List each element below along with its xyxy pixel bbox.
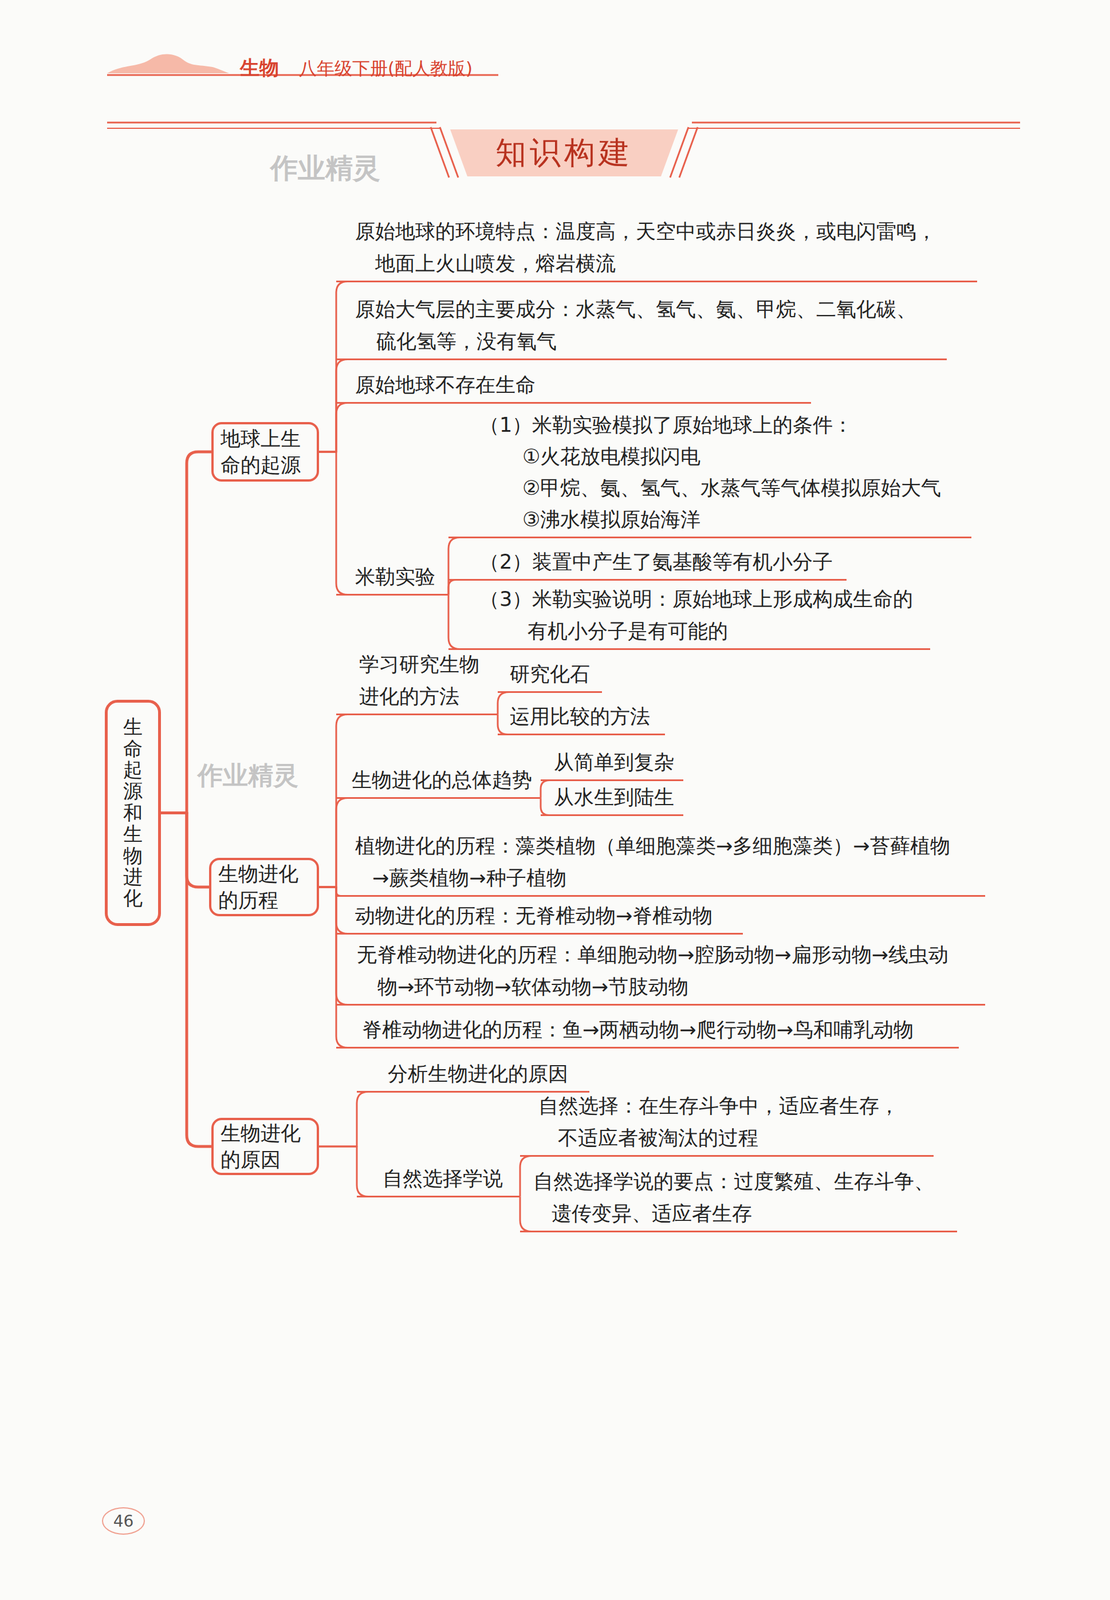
node-text: ③沸水模拟原始海洋: [448, 504, 972, 536]
node-text: 研究化石: [497, 658, 602, 691]
branch-connector: [448, 580, 456, 596]
node-text: 地球上生命的起源: [220, 425, 310, 479]
branch-item: 自然选择学说的要点：过度繁殖、生存斗争、遗传变异、适应者生存: [520, 1165, 958, 1233]
node-text: 生物进化的原因: [220, 1120, 310, 1174]
node-text: 无脊椎动物进化的历程：单细胞动物→腔肠动物→扁形动物→线虫动物→环节动物→软体动…: [336, 938, 963, 1003]
branch-connector: [319, 798, 348, 888]
branch-item: 生物进化的总体趋势: [336, 764, 541, 799]
branch-box: 生物进化的原因: [211, 1118, 320, 1176]
node-text: 从简单到复杂: [540, 746, 684, 779]
branch-connector: [319, 451, 348, 596]
branch-item: 运用比较的方法: [497, 700, 665, 736]
node-text: 自然选择学说: [356, 1162, 521, 1195]
branch-item: 学习研究生物进化的方法: [336, 648, 498, 716]
branch-connector: [319, 887, 348, 1006]
node-text: ②甲烷、氨、氢气、水蒸气等气体模拟原始大气: [448, 472, 972, 505]
branch-box: 地球上生命的起源: [211, 422, 320, 482]
branch-connector: [497, 714, 509, 735]
branch-connector: [319, 714, 348, 888]
node-text: ①火花放电模拟闪电: [448, 441, 972, 473]
branch-connector: [319, 281, 348, 453]
banner-rule: [688, 127, 1021, 129]
header-hill: [107, 53, 230, 74]
branch-item: （2）装置中产生了氨基酸等有机小分子: [448, 545, 847, 581]
banner-rule: [107, 127, 440, 129]
branch-connector: [160, 813, 212, 1148]
subject-label: 生物: [239, 54, 279, 82]
banner-slash: [679, 127, 698, 178]
branch-item: 从水生到陆生: [540, 781, 684, 817]
node-text: 生物进化的历程: [218, 860, 310, 914]
grade-label: 八年级下册(配人教版): [298, 56, 473, 81]
node-text: 自然选择：在生存斗争中，适应者生存，不适应者被淘汰的过程: [520, 1089, 911, 1155]
branch-item: 植物进化的历程：藻类植物（单细胞藻类→多细胞藻类）→苔藓植物→蕨类植物→种子植物: [336, 829, 986, 897]
branch-connector: [319, 887, 341, 897]
node-text: 原始地球的环境特点：温度高，天空中或赤日炎炎，或电闪雷鸣，地面上火山喷发，熔岩横…: [336, 215, 955, 280]
branch-item: 脊椎动物进化的历程：鱼→两栖动物→爬行动物→鸟和哺乳动物: [336, 1013, 959, 1049]
node-text: 动物进化的历程：无脊椎动物→脊椎动物: [336, 899, 743, 932]
branch-connector: [319, 887, 348, 1049]
banner-slash: [430, 127, 450, 178]
node-text: 生命起源和生物进化: [123, 716, 143, 910]
node-text: （2）装置中产生了氨基酸等有机小分子: [448, 545, 847, 578]
node-text: （1）米勒实验模拟了原始地球上的条件：: [448, 409, 972, 442]
banner-slash: [439, 127, 459, 178]
node-text: 学习研究生物进化的方法: [336, 648, 492, 713]
branch-connector: [520, 1156, 532, 1198]
root-box: 生命起源和生物进化: [104, 699, 161, 927]
branch-connector: [540, 780, 550, 799]
node-text: 原始地球不存在生命: [336, 368, 812, 401]
banner-plate: [450, 129, 679, 177]
banner-rule: [691, 121, 1021, 124]
node-text: 从水生到陆生: [540, 781, 684, 814]
branch-item: （3）米勒实验说明：原始地球上形成构成生命的有机小分子是有可能的: [448, 583, 931, 651]
node-text: 自然选择学说的要点：过度繁殖、生存斗争、遗传变异、适应者生存: [520, 1165, 940, 1230]
branch-connector: [319, 403, 348, 453]
node-text: 植物进化的历程：藻类植物（单细胞藻类→多细胞藻类）→苔藓植物→蕨类植物→种子植物: [336, 829, 963, 895]
branch-item: 自然选择学说: [356, 1162, 521, 1198]
watermark: 作业精灵: [197, 758, 299, 793]
branch-connector: [319, 359, 348, 453]
diagram-title: 知识构建: [452, 132, 676, 173]
branch-connector: [540, 798, 550, 816]
branch-item: 分析生物进化的原因: [356, 1057, 590, 1093]
branch-connector: [319, 1092, 369, 1148]
node-text: 分析生物进化的原因: [356, 1057, 590, 1090]
banner-slash: [670, 127, 689, 178]
branch-connector: [520, 1197, 532, 1232]
branch-connector: [497, 692, 510, 715]
branch-item: 动物进化的历程：无脊椎动物→脊椎动物: [336, 899, 743, 935]
node-text: 46: [113, 1512, 135, 1531]
node-text: 米勒实验: [336, 560, 449, 593]
branch-item: 从简单到复杂: [540, 746, 684, 782]
branch-item: 自然选择：在生存斗争中，适应者生存，不适应者被淘汰的过程: [520, 1089, 934, 1157]
branch-item: 无脊椎动物进化的历程：单细胞动物→腔肠动物→扁形动物→线虫动物→环节动物→软体动…: [336, 938, 986, 1006]
branch-item: 原始地球的环境特点：温度高，天空中或赤日炎炎，或电闪雷鸣，地面上火山喷发，熔岩横…: [336, 215, 978, 283]
branch-item: 研究化石: [497, 658, 602, 694]
branch-connector: [160, 813, 210, 888]
node-text: 原始大气层的主要成分：水蒸气、氢气、氨、甲烷、二氧化碳、硫化氢等，没有氧气: [336, 293, 930, 358]
node-text: 运用比较的方法: [497, 700, 665, 733]
branch-item: （1）米勒实验模拟了原始地球上的条件：①火花放电模拟闪电②甲烷、氨、氢气、水蒸气…: [448, 409, 972, 539]
branch-connector: [448, 595, 460, 650]
branch-connector: [160, 451, 212, 814]
branch-item: 原始大气层的主要成分：水蒸气、氢气、氨、甲烷、二氧化碳、硫化氢等，没有氧气: [336, 293, 947, 361]
page-number: 46: [101, 1507, 145, 1535]
branch-item: 米勒实验: [336, 560, 449, 596]
branch-connector: [319, 887, 348, 935]
branch-connector: [319, 1146, 369, 1198]
node-text: 生物进化的总体趋势: [336, 764, 541, 797]
watermark: 作业精灵: [270, 150, 381, 187]
node-text: 脊椎动物进化的历程：鱼→两栖动物→爬行动物→鸟和哺乳动物: [336, 1013, 959, 1046]
branch-box: 生物进化的历程: [209, 857, 320, 917]
node-text: （3）米勒实验说明：原始地球上形成构成生命的有机小分子是有可能的: [448, 583, 931, 648]
banner-rule: [107, 121, 437, 124]
branch-item: 原始地球不存在生命: [336, 368, 812, 404]
branch-connector: [448, 537, 460, 596]
